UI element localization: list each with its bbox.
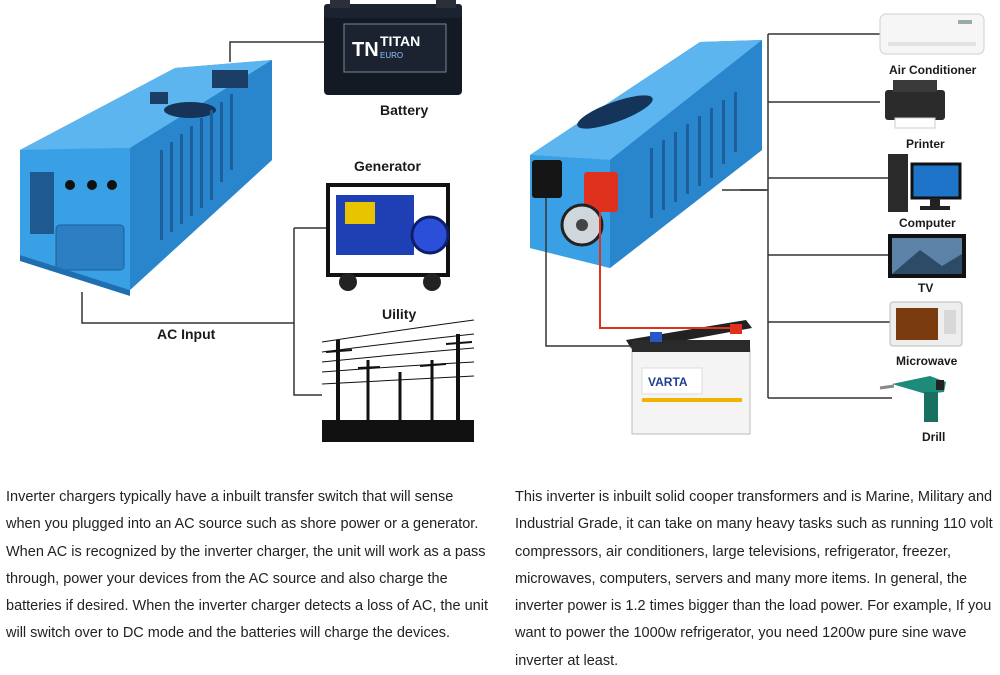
device-label-drill: Drill (922, 430, 946, 444)
device-label-computer: Computer (899, 216, 956, 230)
titan-battery: TN TITAN EURO (324, 0, 462, 95)
ac-input-label: AC Input (157, 326, 216, 342)
battery-label: Battery (380, 102, 429, 118)
tv-icon (888, 234, 966, 278)
printer-icon (885, 80, 945, 129)
left-inverter (20, 60, 272, 296)
utility-label: Uility (382, 306, 417, 322)
microwave-icon (889, 301, 963, 347)
diagram-area: TN TITAN EURO (20, 0, 985, 444)
device-label-tv: TV (918, 281, 934, 295)
svg-text:TN: TN (352, 39, 379, 61)
svg-text:TITAN: TITAN (380, 33, 420, 49)
generator-image (326, 183, 450, 291)
right-inverter (530, 40, 762, 268)
generator-label: Generator (354, 158, 421, 174)
device-label-printer: Printer (906, 137, 945, 151)
right-connectors (545, 33, 892, 399)
left-description: Inverter chargers typically have a inbui… (6, 489, 488, 642)
varta-battery: VARTA (626, 320, 752, 435)
device-label-air-conditioner: Air Conditioner (889, 63, 977, 77)
drill-icon (879, 376, 946, 422)
varta-brand: VARTA (648, 375, 688, 389)
left-connectors (81, 41, 326, 396)
right-description: This inverter is inbuilt solid cooper tr… (515, 489, 993, 669)
diagram-svg: TN TITAN EURO (20, 0, 985, 442)
svg-text:EURO: EURO (380, 51, 403, 60)
device-label-microwave: Microwave (896, 354, 958, 368)
computer-icon (888, 154, 962, 212)
utility-poles-image (321, 319, 475, 442)
air-conditioner-icon (879, 13, 985, 55)
